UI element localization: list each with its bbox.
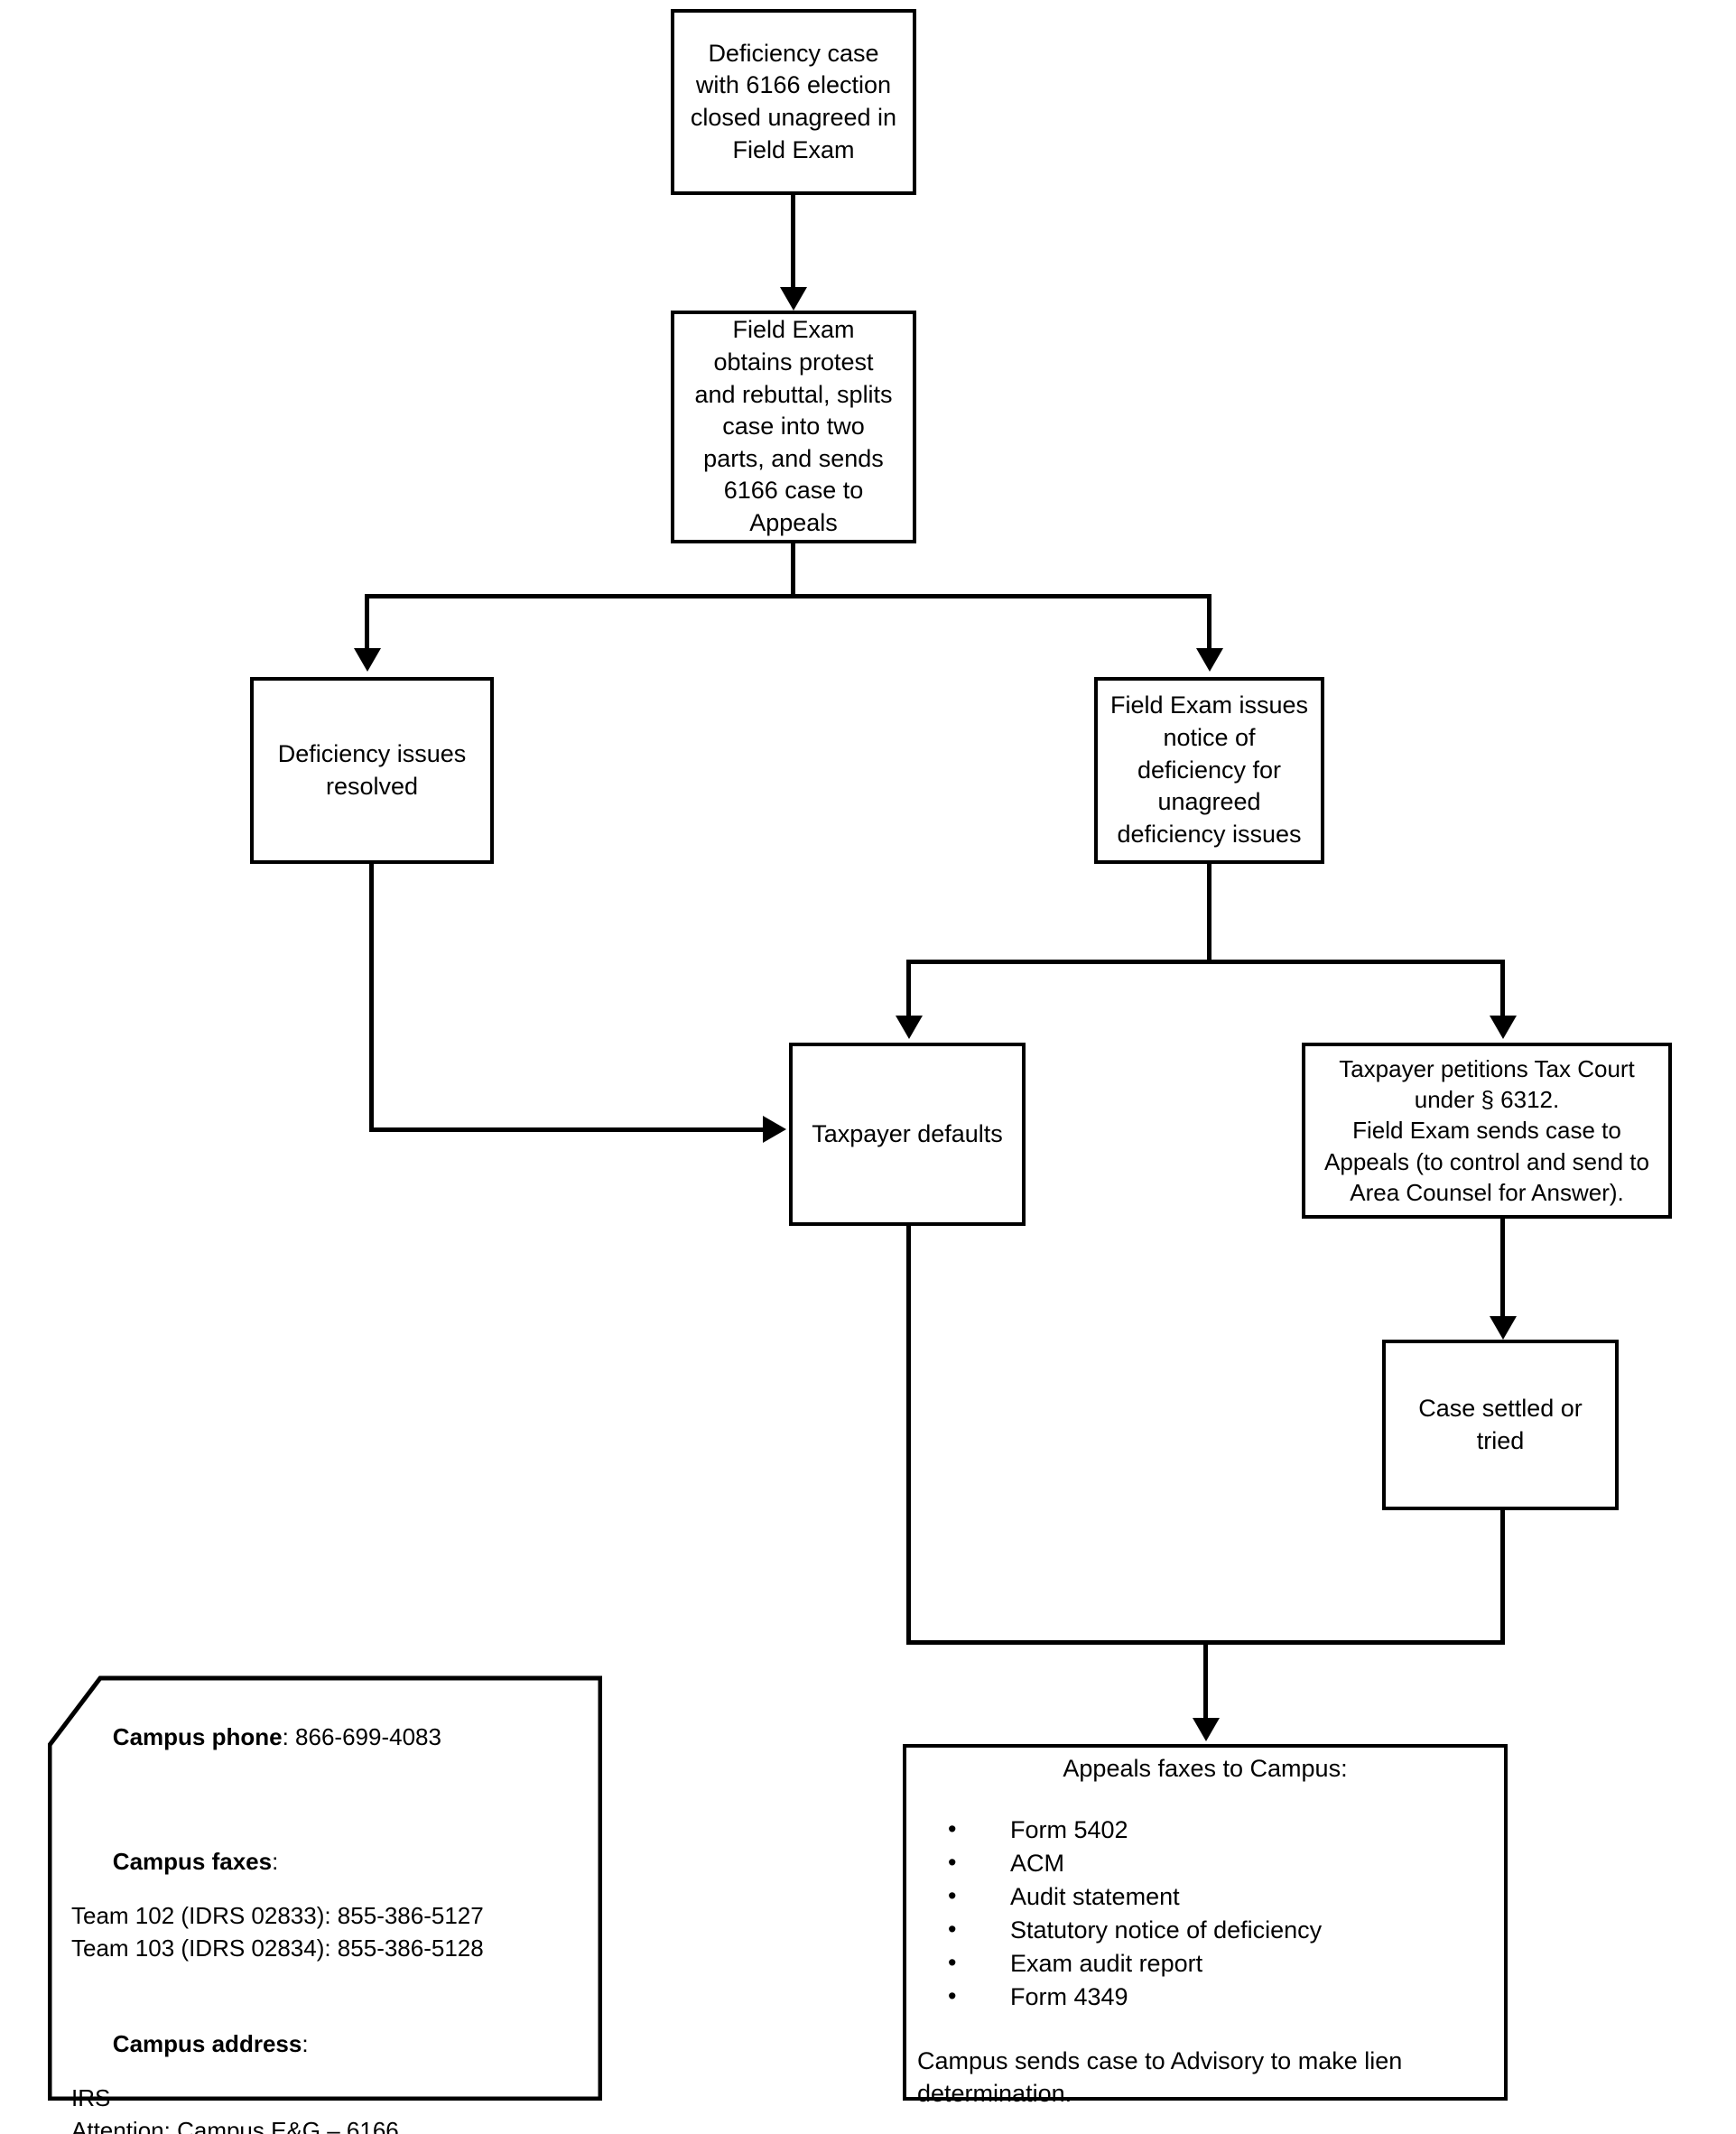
- list-item: • Form 4349: [906, 1981, 1504, 2014]
- node-notice-label: Field Exam issues notice of deficiency f…: [1109, 691, 1309, 848]
- connector-splits-left-drop: [365, 594, 369, 652]
- arrowhead-to-notice-of-deficiency: [1196, 648, 1223, 672]
- campus-faxes-heading: Campus faxes:: [48, 1826, 602, 1897]
- arrowhead-to-deficiency-resolved: [354, 648, 381, 672]
- node-settled-label: Case settled or tried: [1418, 1394, 1583, 1454]
- connector-merge-to-appeals: [1203, 1640, 1208, 1721]
- arrowhead-merge-to-appeals: [1193, 1718, 1220, 1741]
- campus-phone-sep: :: [282, 1723, 296, 1750]
- node-petitions-label: Taxpayer petitions Tax Court under § 631…: [1324, 1054, 1649, 1206]
- connector-petitions-to-settled: [1500, 1219, 1505, 1320]
- campus-address-label: Campus address: [112, 2030, 302, 2057]
- list-item-label: Exam audit report: [1010, 1949, 1203, 1977]
- connector-defaults-drop: [906, 1226, 911, 1645]
- arrowhead-petitions-to-settled: [1490, 1316, 1517, 1340]
- connector-notice-left-drop: [906, 960, 911, 1019]
- arrowhead-to-petitions-tax-court: [1490, 1016, 1517, 1039]
- connector-splits-stem: [791, 543, 795, 598]
- list-item-label: ACM: [1010, 1849, 1064, 1877]
- campus-phone-value: 866-699-4083: [295, 1723, 441, 1750]
- appeals-fax-items-list: • Form 5402 • ACM • Audit statement • Statut…: [906, 1814, 1504, 2014]
- bullet-icon: •: [948, 1881, 957, 1909]
- contact-spacer-4: [48, 1960, 602, 1987]
- campus-address-sep: :: [302, 2030, 309, 2057]
- connector-start-to-splits: [791, 195, 795, 289]
- campus-faxes-sep: :: [272, 1848, 279, 1875]
- bullet-icon: •: [948, 1915, 957, 1943]
- list-item: • Exam audit report: [906, 1947, 1504, 1981]
- campus-contact-note: Campus phone: 866-699-4083 Campus faxes:…: [48, 1675, 602, 2134]
- list-item: • Form 5402: [906, 1814, 1504, 1847]
- contact-spacer-5: [48, 2079, 602, 2086]
- node-deficiency-issues-resolved: Deficiency issues resolved: [250, 677, 494, 864]
- campus-phone-line: Campus phone: 866-699-4083: [48, 1702, 602, 1772]
- list-item-label: Form 5402: [1010, 1816, 1128, 1843]
- connector-settled-drop: [1500, 1510, 1505, 1645]
- node-deficiency-case-start: Deficiency case with 6166 election close…: [671, 9, 916, 195]
- list-item-label: Form 4349: [1010, 1982, 1128, 2010]
- list-item-label: Statutory notice of deficiency: [1010, 1916, 1323, 1944]
- list-item: • Statutory notice of deficiency: [906, 1914, 1504, 1947]
- arrowhead-to-taxpayer-defaults: [896, 1016, 923, 1039]
- contact-spacer-1b: [48, 1799, 602, 1826]
- appeals-faxes-to-campus-box: Appeals faxes to Campus: • Form 5402 • ACM…: [903, 1744, 1508, 2107]
- list-item: • ACM: [906, 1847, 1504, 1880]
- campus-faxes-label: Campus faxes: [112, 1848, 273, 1875]
- connector-splits-bus: [365, 594, 1211, 598]
- bullet-icon: •: [948, 1815, 957, 1842]
- fax-team-102: Team 102 (IDRS 02833): 855-386-5127: [71, 1902, 484, 1929]
- list-item: • Audit statement: [906, 1880, 1504, 1914]
- node-taxpayer-defaults: Taxpayer defaults: [789, 1043, 1026, 1226]
- contact-note-outline: [48, 1675, 602, 2101]
- contact-spacer-1: [48, 1772, 602, 1799]
- node-resolved-label: Deficiency issues resolved: [277, 739, 467, 800]
- address-line-2: Attention: Campus E&G – 6166: [71, 2117, 399, 2134]
- node-splits-label: Field Exam obtains protest and rebuttal,…: [694, 316, 893, 537]
- connector-resolved-drop: [369, 864, 374, 1132]
- bullet-icon: •: [948, 1948, 957, 1976]
- connector-notice-bus: [906, 960, 1505, 964]
- node-start-label: Deficiency case with 6166 election close…: [690, 39, 897, 163]
- node-defaults-label: Taxpayer defaults: [812, 1119, 1003, 1147]
- node-field-exam-splits: Field Exam obtains protest and rebuttal,…: [671, 311, 916, 543]
- bullet-icon: •: [948, 1981, 957, 2009]
- contact-note-content: Campus phone: 866-699-4083 Campus faxes:…: [48, 1702, 602, 2134]
- node-case-settled-or-tried: Case settled or tried: [1382, 1340, 1619, 1510]
- campus-phone-label: Campus phone: [112, 1723, 283, 1750]
- campus-address-heading: Campus address:: [48, 2009, 602, 2079]
- connector-notice-right-drop: [1500, 960, 1505, 1019]
- appeals-box-footer: Campus sends case to Advisory to make li…: [917, 2046, 1403, 2108]
- connector-resolved-to-defaults: [369, 1127, 766, 1132]
- address-line-1: IRS: [71, 2084, 111, 2111]
- bullet-icon: •: [948, 1848, 957, 1876]
- contact-spacer-4b: [48, 1987, 602, 2009]
- connector-notice-stem: [1207, 864, 1211, 963]
- appeals-box-title: Appeals faxes to Campus:: [1063, 1755, 1348, 1782]
- list-item-label: Audit statement: [1010, 1882, 1180, 1910]
- arrowhead-resolved-to-defaults: [763, 1116, 786, 1143]
- node-notice-of-deficiency: Field Exam issues notice of deficiency f…: [1094, 677, 1324, 864]
- fax-team-103: Team 103 (IDRS 02834): 855-386-5128: [71, 1935, 484, 1962]
- arrowhead-start-to-splits: [780, 287, 807, 311]
- connector-splits-right-drop: [1207, 594, 1211, 652]
- node-taxpayer-petitions-tax-court: Taxpayer petitions Tax Court under § 631…: [1302, 1043, 1672, 1219]
